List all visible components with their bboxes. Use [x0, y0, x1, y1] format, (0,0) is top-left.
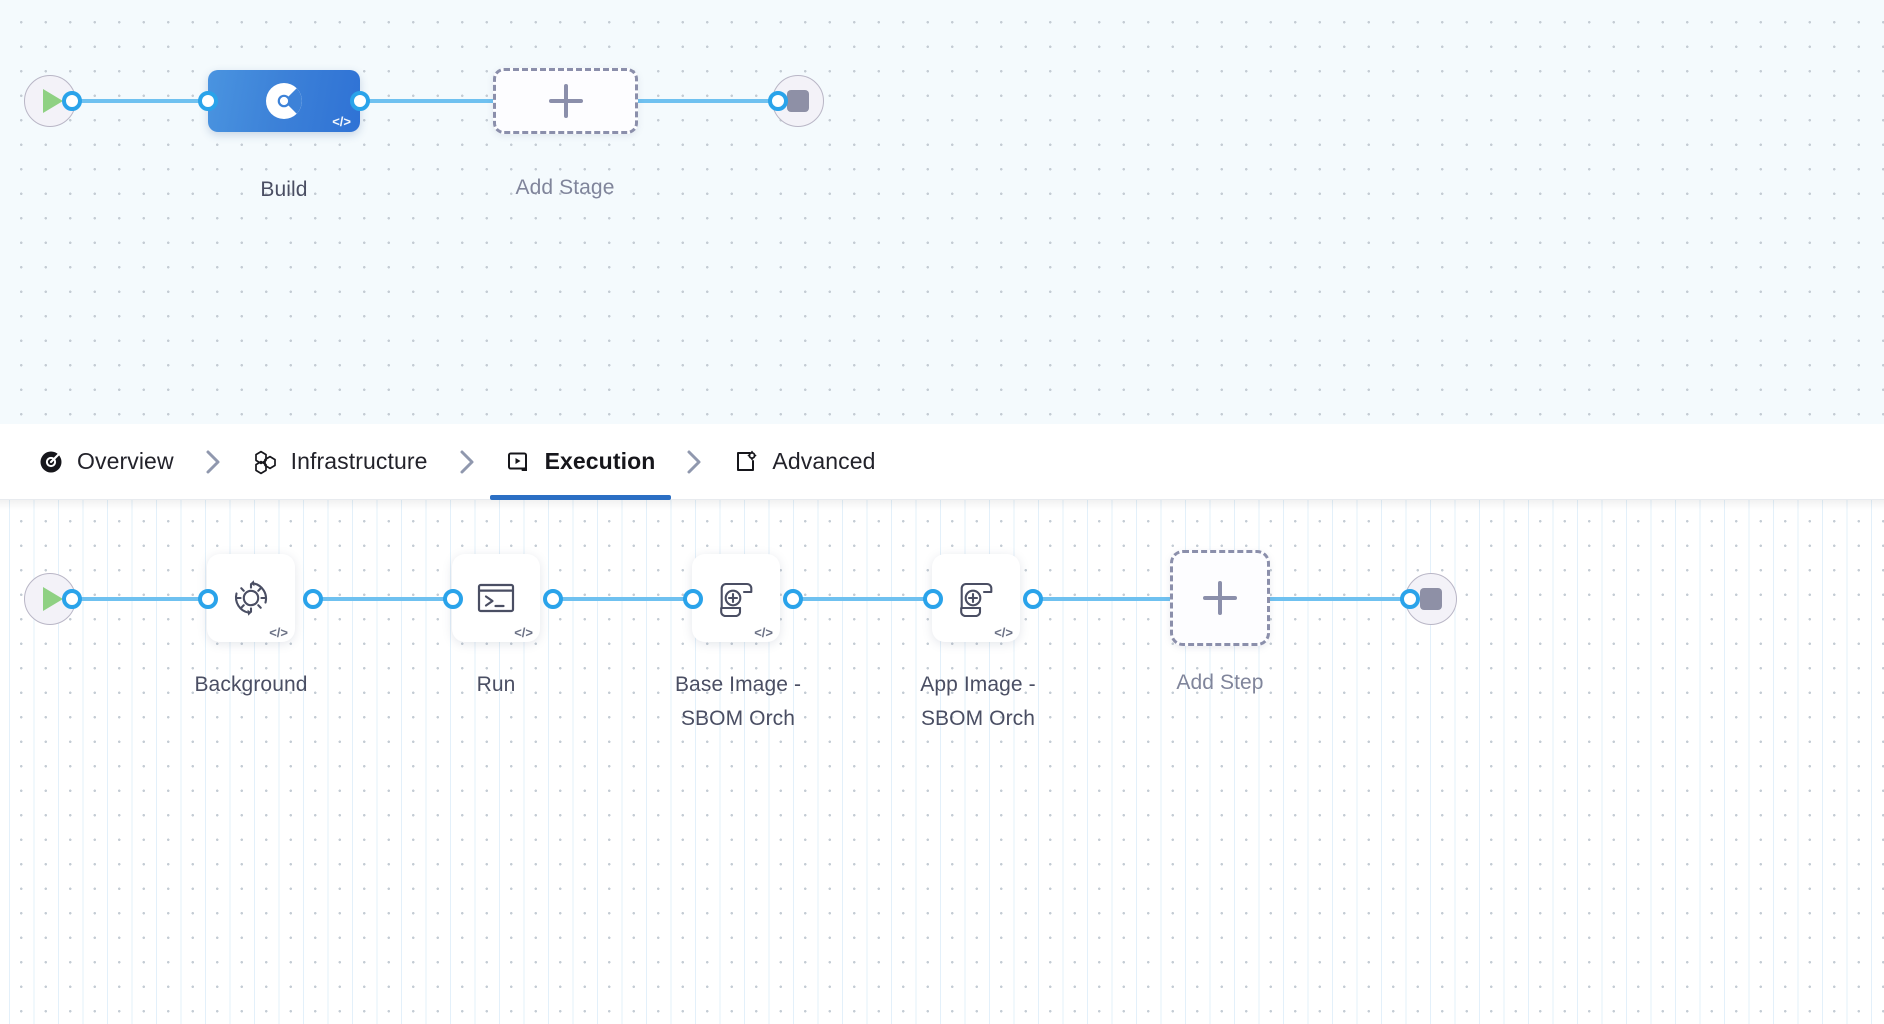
add-stage-button[interactable]: [493, 68, 638, 134]
tab-execution-label: Execution: [544, 448, 656, 474]
step-label-line2: SBOM Orch: [680, 707, 796, 731]
plus-icon: [548, 84, 583, 118]
code-badge-icon: </>: [994, 625, 1013, 640]
stage-port-build-in[interactable]: [198, 91, 218, 111]
stage-node-build[interactable]: </>: [208, 70, 360, 132]
step-label-app-image-sbom-orch: App Image - SBOM Orch: [896, 668, 1060, 736]
stage-edge-add-end: [630, 99, 805, 103]
step-node-run[interactable]: </>: [452, 554, 540, 642]
step-edge-start-background: [62, 597, 222, 601]
tab-advanced-label: Advanced: [772, 448, 876, 474]
tab-infrastructure[interactable]: Infrastructure: [236, 424, 444, 500]
step-port-baseimage-out[interactable]: [783, 589, 803, 609]
chevron-right-icon: [190, 447, 236, 477]
chevron-right-icon: [444, 447, 490, 477]
step-port-appimage-out[interactable]: [1023, 589, 1043, 609]
stage-graph-canvas[interactable]: </> Build Add Stage: [0, 0, 1884, 430]
tab-execution[interactable]: Execution: [489, 424, 672, 500]
add-stage-label: Add Stage: [515, 176, 615, 199]
chevron-right-icon: [671, 447, 717, 477]
background-service-icon: [225, 572, 277, 624]
step-node-base-image-sbom-orch[interactable]: </>: [692, 554, 780, 642]
step-label-line2: SBOM Orch: [920, 707, 1036, 731]
step-port-background-in[interactable]: [198, 589, 218, 609]
add-step-label: Add Step: [1176, 671, 1264, 694]
stage-config-tabs: Overview Infrastructure: [0, 424, 1884, 500]
step-node-background[interactable]: </>: [207, 554, 295, 642]
stage-port-build-out[interactable]: [350, 91, 370, 111]
code-badge-icon: </>: [514, 625, 533, 640]
step-port-background-out[interactable]: [303, 589, 323, 609]
step-label-run: Run: [476, 673, 516, 696]
step-node-app-image-sbom-orch[interactable]: </>: [932, 554, 1020, 642]
stop-icon: [1420, 588, 1442, 610]
sbom-scroll-icon: [950, 572, 1002, 624]
code-badge-icon: </>: [269, 625, 288, 640]
step-edge-run-baseimage: [545, 597, 705, 601]
tab-advanced[interactable]: Advanced: [717, 424, 891, 500]
stage-port-end-in[interactable]: [768, 91, 788, 111]
step-port-end-in[interactable]: [1400, 589, 1420, 609]
step-edge-baseimage-appimage: [785, 597, 945, 601]
step-edge-appimage-addstep: [1025, 597, 1185, 601]
stage-label-build: Build: [260, 178, 308, 201]
stop-icon: [787, 90, 809, 112]
play-icon: [42, 587, 63, 611]
code-badge-icon: </>: [754, 625, 773, 640]
step-edge-background-run: [305, 597, 465, 601]
step-port-start-out[interactable]: [62, 589, 82, 609]
overview-icon: [38, 449, 64, 475]
tab-infrastructure-label: Infrastructure: [290, 448, 428, 474]
advanced-icon: [733, 449, 759, 475]
step-label-background: Background: [194, 673, 308, 696]
play-icon: [42, 89, 63, 113]
stage-port-start-out[interactable]: [62, 91, 82, 111]
tab-overview-label: Overview: [77, 448, 174, 474]
step-edge-addstep-end: [1268, 597, 1428, 601]
execution-icon: [506, 449, 532, 475]
step-label-base-image-sbom-orch: Base Image - SBOM Orch: [656, 668, 820, 736]
plus-icon: [1203, 581, 1237, 615]
infrastructure-icon: [252, 449, 278, 475]
add-step-button[interactable]: [1170, 550, 1270, 646]
step-label-line1: Base Image -: [674, 673, 802, 696]
stage-edge-start-build: [62, 99, 222, 103]
sbom-scroll-icon: [710, 572, 762, 624]
stage-edge-build-add: [352, 99, 512, 103]
terminal-icon: [471, 573, 521, 623]
step-port-run-out[interactable]: [543, 589, 563, 609]
ci-build-icon: [262, 79, 306, 123]
step-port-appimage-in[interactable]: [923, 589, 943, 609]
step-port-run-in[interactable]: [443, 589, 463, 609]
tab-overview[interactable]: Overview: [22, 424, 190, 500]
code-badge-icon: </>: [332, 114, 351, 129]
step-label-line1: App Image -: [920, 673, 1036, 696]
step-port-baseimage-in[interactable]: [683, 589, 703, 609]
execution-graph-canvas[interactable]: </> Background </> Run: [0, 500, 1884, 1024]
